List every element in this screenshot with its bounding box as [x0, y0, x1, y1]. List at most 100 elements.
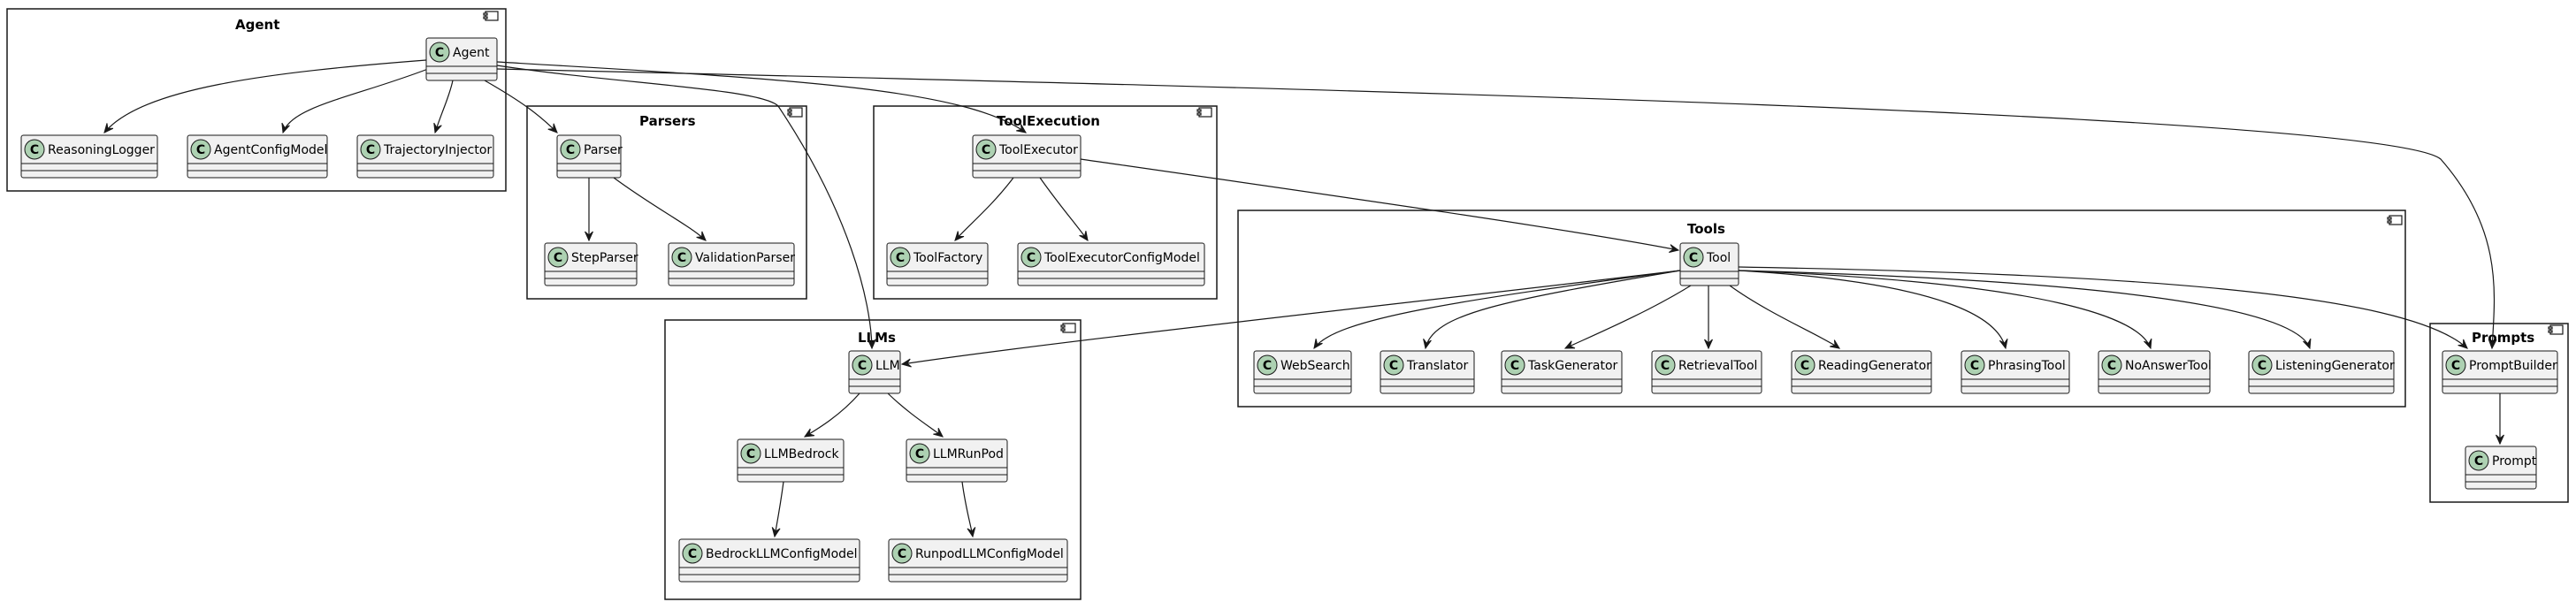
class-box: [1380, 350, 1475, 394]
class-stereotype-icon: [547, 247, 569, 268]
class-stereotype-icon: [1655, 354, 1676, 376]
package-agent-title: Agent: [235, 17, 279, 33]
class-stereotype-icon: [852, 354, 873, 376]
class-stereotype-icon: [682, 543, 703, 564]
class-translator: C Translator: [1380, 350, 1475, 394]
class-box: [678, 538, 860, 583]
class-name: Agent: [453, 46, 490, 60]
relation-llm-run-pod-to-runpod-llm-config-model: [961, 481, 976, 538]
class-name: PhrasingTool: [1988, 359, 2066, 373]
class-name: BedrockLLMConfigModel: [706, 547, 858, 561]
relation-line: [282, 68, 429, 133]
arrowhead-icon: [900, 358, 912, 368]
class-name: TrajectoryInjector: [383, 143, 492, 157]
class-stereotype-letter: C: [677, 251, 686, 265]
class-name: ReasoningLogger: [48, 143, 155, 157]
relation-tool-to-translator: [1423, 270, 1681, 350]
class-stereotype-letter: C: [30, 143, 39, 157]
arrowhead-icon: [2496, 434, 2504, 446]
class-stereotype-letter: C: [1389, 359, 1398, 373]
class-stereotype-letter: C: [1510, 359, 1519, 373]
class-name: Parser: [584, 143, 623, 157]
class-name: Tool: [1706, 251, 1731, 265]
class-name: PromptBuilder: [2469, 359, 2557, 373]
relation-line: [1738, 270, 2007, 349]
relation-tool-to-llm: [900, 270, 1681, 368]
arrowhead-icon: [803, 428, 815, 438]
class-stereotype-letter: C: [2258, 359, 2266, 373]
class-stereotype-icon: [360, 139, 381, 160]
class-name: LLM: [875, 359, 900, 373]
arrowhead-icon: [867, 339, 876, 350]
class-box: [1253, 350, 1352, 394]
class-stereotype-icon: [891, 543, 913, 564]
class-stereotype-icon: [560, 139, 581, 160]
class-name: ToolExecutor: [998, 143, 1078, 157]
relation-tool-executor-to-tool-executor-config-model: [1039, 177, 1089, 241]
class-stereotype-icon: [190, 139, 211, 160]
relation-line: [1738, 270, 2152, 349]
class-name: ListeningGenerator: [2275, 359, 2395, 373]
class-stereotype-icon: [2251, 354, 2273, 376]
class-box: [20, 134, 158, 179]
class-listening-generator: C ListeningGenerator: [2248, 350, 2395, 394]
class-name: ReadingGenerator: [1818, 359, 1931, 373]
class-name: LLMBedrock: [764, 447, 839, 461]
class-name: LLMRunPod: [933, 447, 1004, 461]
arrowhead-icon: [954, 231, 965, 241]
class-box: [187, 134, 328, 179]
relation-agent-to-prompt-builder: [496, 68, 2497, 350]
arrowhead-icon: [547, 123, 558, 133]
arrowhead-icon: [1830, 339, 1840, 349]
class-stereotype-icon: [1257, 354, 1278, 376]
class-name: RunpodLLMConfigModel: [915, 547, 1064, 561]
class-stereotype-icon: [2445, 354, 2466, 376]
relation-tool-to-no-answer-tool: [1738, 270, 2152, 350]
class-box: [1501, 350, 1623, 394]
relation-line: [496, 65, 873, 349]
relation-tool-to-task-generator: [1563, 285, 1692, 349]
class-stereotype-letter: C: [1800, 359, 1809, 373]
class-name: StepParser: [571, 251, 638, 265]
package-llms-title: LLMs: [858, 330, 896, 346]
class-stereotype-letter: C: [1970, 359, 1979, 373]
package-toolexecution-title: ToolExecution: [997, 113, 1100, 129]
packages-layer: Agent Parsers ToolExecution Tools LLMs P…: [6, 8, 2569, 600]
package-parsers-title: Parsers: [639, 113, 696, 129]
relation-llm-to-llm-run-pod: [887, 392, 944, 438]
relation-tool-to-web-search: [1313, 270, 1681, 349]
class-stereotype-icon: [1020, 247, 1042, 268]
class-box: [1017, 242, 1205, 286]
class-stereotype-icon: [2101, 354, 2122, 376]
class-stereotype-letter: C: [2474, 454, 2483, 469]
class-llm-bedrock: C LLMBedrock: [737, 438, 845, 483]
class-stereotype-icon: [890, 247, 911, 268]
relation-llm-to-llm-bedrock: [803, 392, 860, 438]
relation-tool-to-listening-generator: [1738, 270, 2312, 350]
class-box: [886, 242, 989, 286]
relation-tool-executor-to-tool: [1080, 158, 1680, 253]
arrowhead-icon: [1016, 124, 1027, 133]
class-stereotype-icon: [1683, 247, 1704, 268]
class-name: ToolExecutorConfigModel: [1043, 251, 1200, 265]
arrowhead-icon: [967, 527, 976, 538]
class-stereotype-letter: C: [196, 143, 205, 157]
class-stereotype-letter: C: [2107, 359, 2116, 373]
arrowhead-icon: [433, 122, 442, 134]
class-name: ToolFactory: [913, 251, 982, 265]
arrowhead-icon: [2303, 338, 2312, 350]
class-stereotype-letter: C: [746, 447, 755, 461]
class-name: Translator: [1406, 359, 1469, 373]
package-icon: [483, 11, 499, 21]
class-stereotype-icon: [740, 443, 761, 464]
class-stereotype-icon: [2468, 450, 2489, 471]
